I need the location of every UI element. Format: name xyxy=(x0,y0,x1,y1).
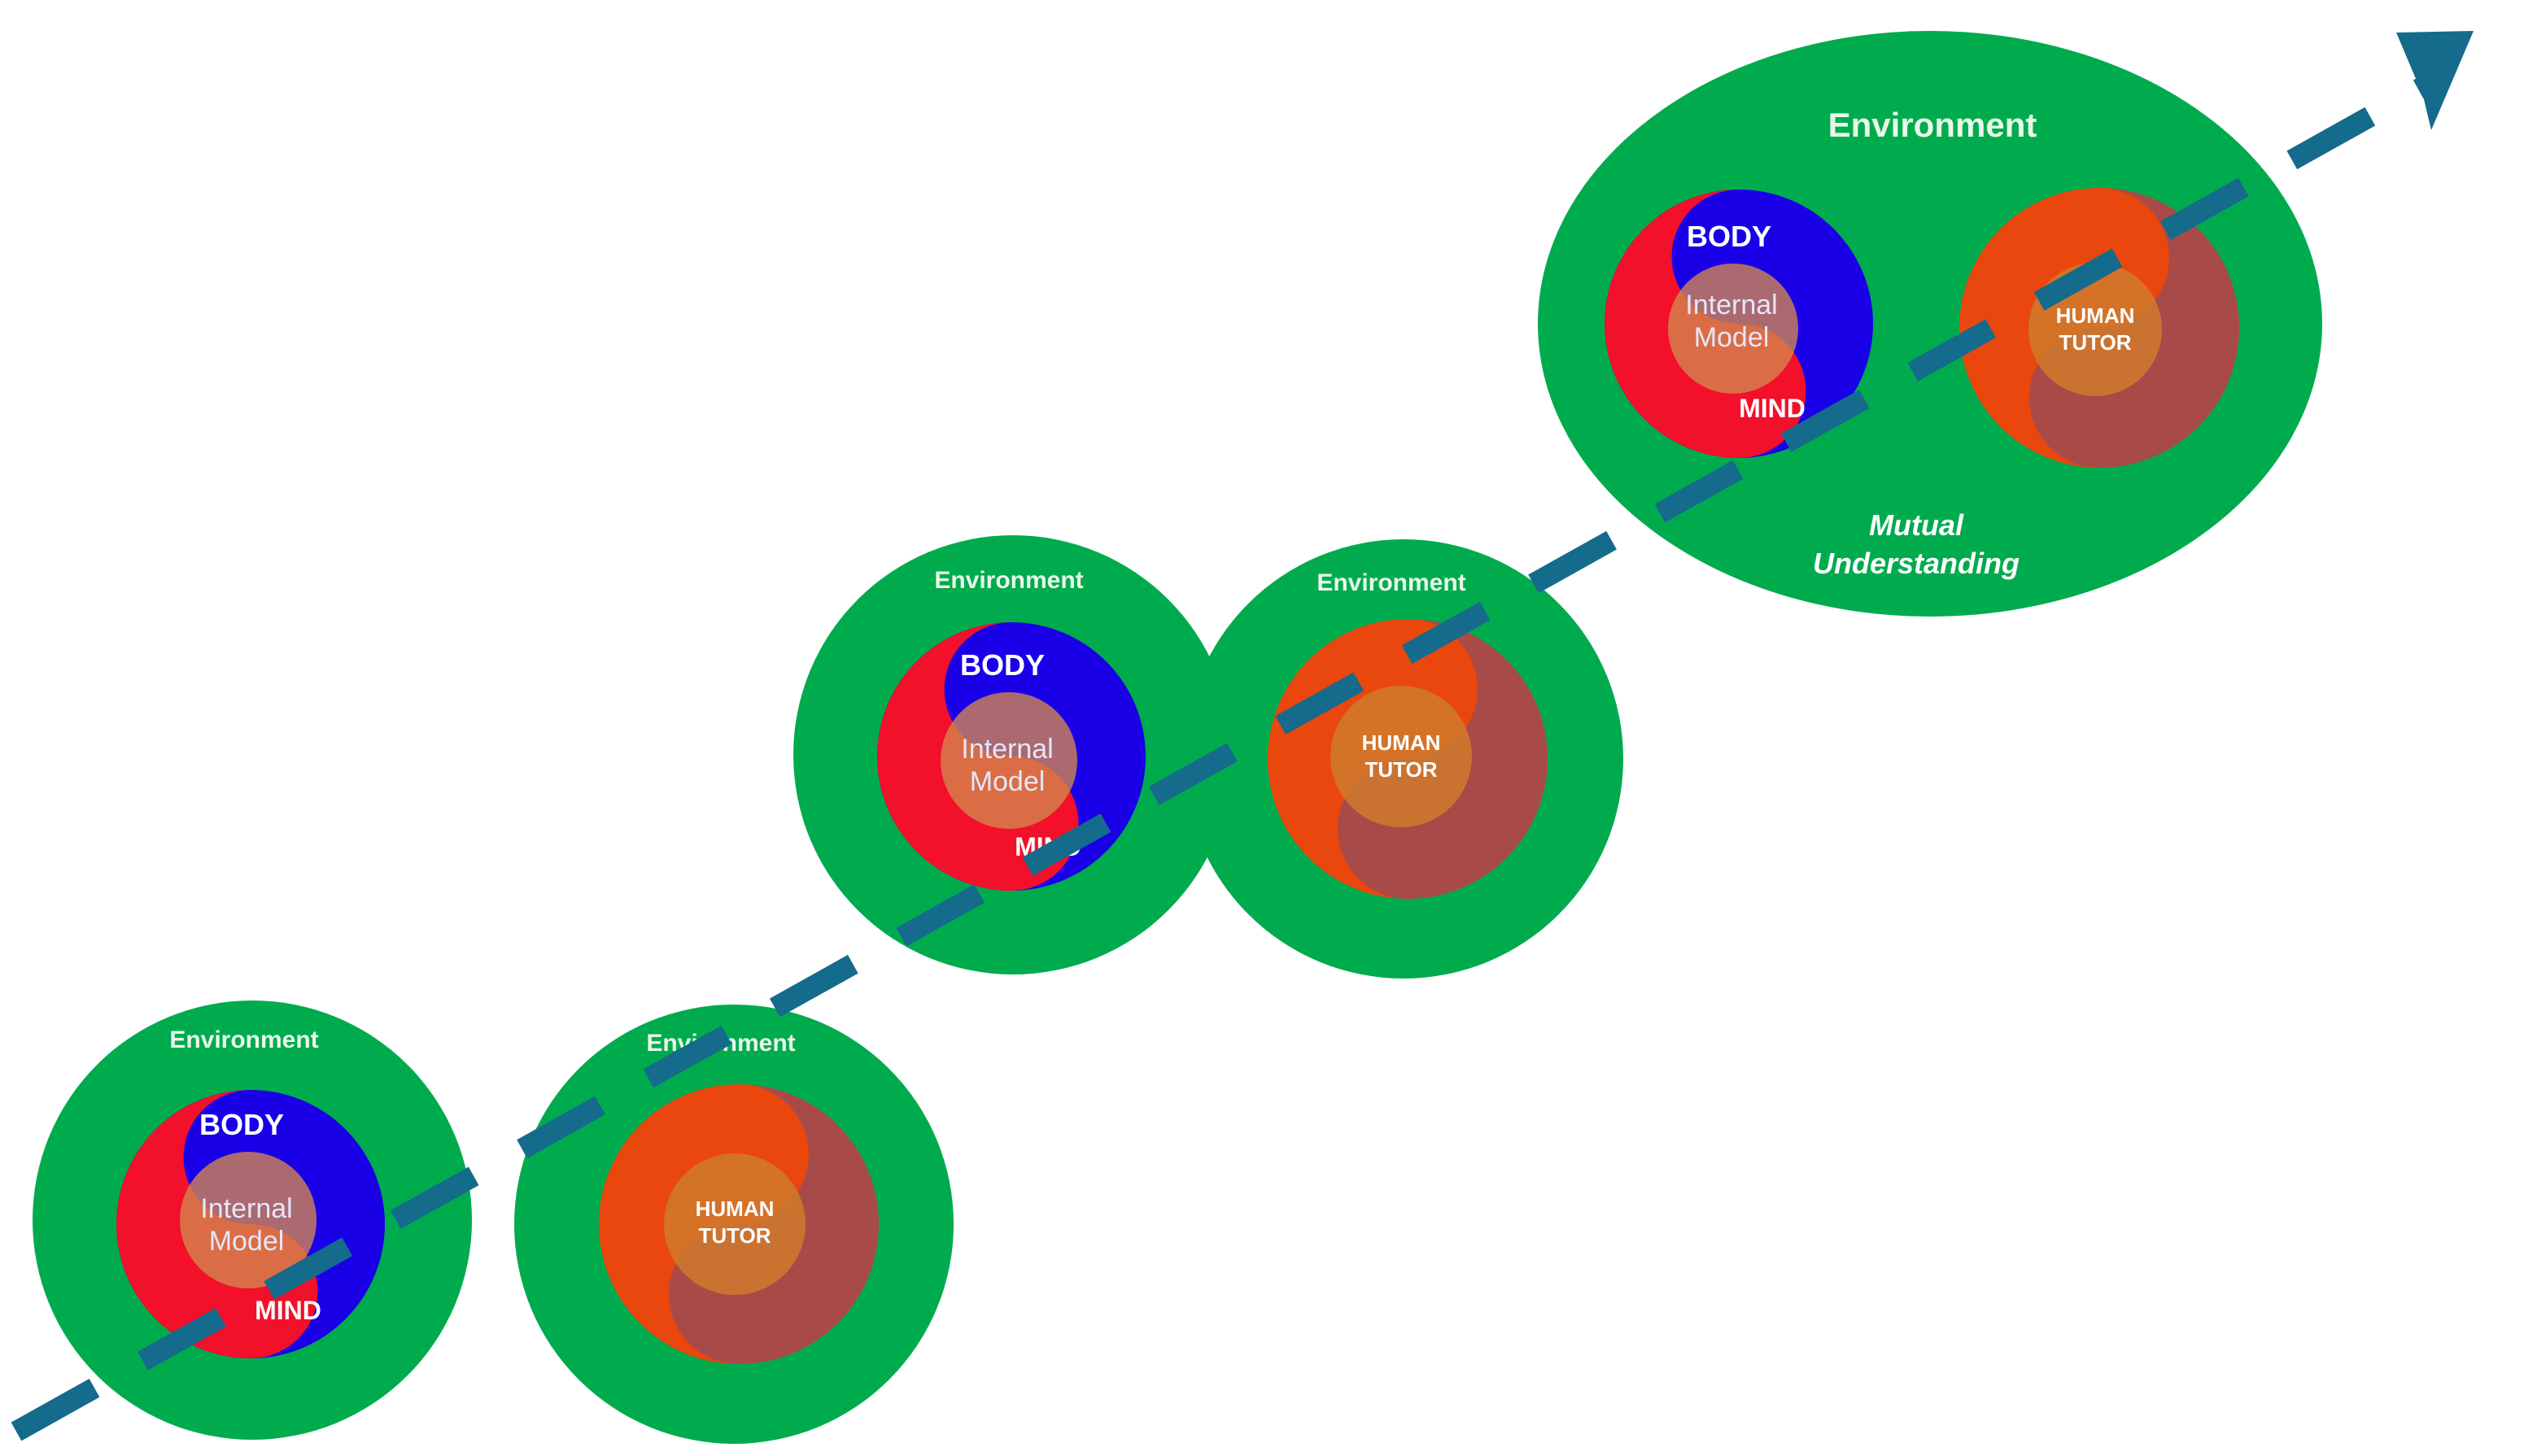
mind-label: MIND xyxy=(1739,394,1806,423)
environment-label: Environment xyxy=(169,1027,318,1053)
stage-2-tutor: Environment HUMAN TUTOR xyxy=(1184,539,1623,979)
human-tutor-label-line2: TUTOR xyxy=(698,1223,771,1248)
internal-model-label-line1: Internal xyxy=(1685,290,1777,320)
tutor-center-circle xyxy=(1330,686,1472,827)
stage-2-learner: Environment BODY Internal Model MIND xyxy=(793,535,1233,974)
internal-model-circle xyxy=(180,1152,317,1288)
dashed-arrow-icon xyxy=(11,31,2474,1441)
stage-3-learner: BODY Internal Model MIND xyxy=(1605,190,1873,458)
mutual-understanding-label-line1: Mutual xyxy=(1869,508,1964,542)
internal-model-label-line2: Model xyxy=(1694,322,1770,353)
mind-label: MIND xyxy=(255,1296,321,1325)
internal-model-label-line2: Model xyxy=(209,1226,285,1257)
stage-1-learner: Environment BODY Internal Model MIND xyxy=(33,1000,472,1440)
environment-label: Environment xyxy=(1828,106,2037,144)
trajectory-line xyxy=(11,72,2439,1441)
stage-1: Environment BODY Internal Model MIND Env… xyxy=(33,1000,954,1444)
stage-2: Environment BODY Internal Model MIND Env… xyxy=(793,535,1623,979)
internal-model-label-line1: Internal xyxy=(961,734,1053,765)
arrow-head xyxy=(2396,31,2474,130)
body-label: BODY xyxy=(1687,220,1771,253)
stage-3-tutor: HUMAN TUTOR xyxy=(1959,188,2239,468)
human-tutor-label-line2: TUTOR xyxy=(2059,330,2131,355)
body-label: BODY xyxy=(960,648,1045,682)
internal-model-circle xyxy=(1668,264,1798,394)
human-tutor-label-line1: HUMAN xyxy=(1362,730,1441,755)
human-tutor-label-line1: HUMAN xyxy=(2056,303,2135,328)
tutor-center-circle xyxy=(664,1153,806,1295)
human-tutor-label-line1: HUMAN xyxy=(696,1197,775,1221)
environment-label: Environment xyxy=(934,567,1083,594)
internal-model-circle xyxy=(941,692,1077,829)
tutor-center-circle xyxy=(2028,263,2162,396)
stage-1-tutor: Environment HUMAN TUTOR xyxy=(514,1005,954,1444)
human-tutor-label-line2: TUTOR xyxy=(1365,757,1437,782)
body-label: BODY xyxy=(199,1108,284,1141)
mutual-understanding-label-line2: Understanding xyxy=(1813,547,2020,580)
stage-3: Environment BODY Internal Model MIND HUM… xyxy=(1538,31,2322,617)
internal-model-label-line1: Internal xyxy=(200,1193,292,1224)
internal-model-label-line2: Model xyxy=(970,766,1046,797)
environment-label: Environment xyxy=(1317,569,1465,596)
